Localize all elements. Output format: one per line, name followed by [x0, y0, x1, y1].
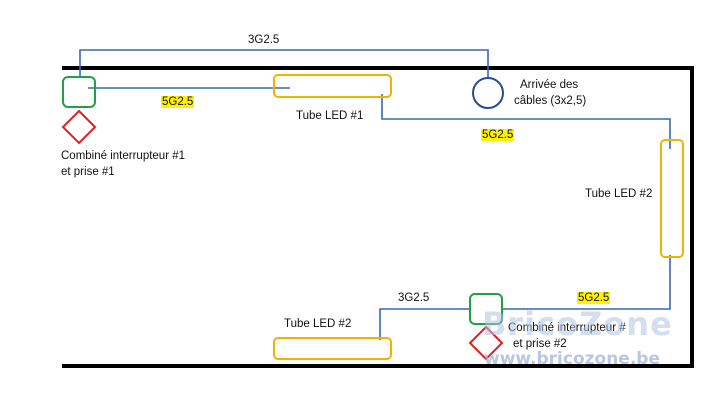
switch-1	[62, 76, 96, 108]
led-tube-2-bottom	[273, 337, 392, 360]
cable-arrival-circle	[472, 77, 504, 109]
arrival-label-line1: Arrivée des	[520, 79, 579, 91]
cable-tube2-to-switch2	[503, 255, 671, 310]
tube2-label-right: Tube LED #2	[585, 188, 653, 200]
tube2-label-bottom: Tube LED #2	[284, 318, 352, 330]
tube1-label: Tube LED #1	[296, 110, 364, 122]
cable-label-bottom-right: 5G2.5	[577, 291, 611, 306]
cable-label-tube1-tube2-text: 5G2.5	[481, 129, 515, 141]
switch1-label-line2: et prise #1	[61, 166, 115, 178]
cable-label-bottom-left: 3G2.5	[398, 292, 430, 304]
led-tube-1	[273, 74, 392, 98]
cable-label-bottom-right-text: 5G2.5	[577, 292, 611, 304]
socket-1	[61, 109, 97, 145]
wall	[62, 66, 694, 368]
cable-switch2-to-tube2-bottom	[379, 308, 470, 340]
cable-label-top: 3G2.5	[248, 34, 280, 46]
switch1-label-line1: Combiné interrupteur #1	[61, 150, 186, 162]
switch2-label-line2: et prise #2	[513, 338, 567, 350]
cable-label-switch1-tube1: 5G2.5	[161, 95, 195, 110]
arrival-label-line2: câbles (3x2,5)	[514, 95, 587, 107]
cable-3g25-top	[79, 49, 489, 78]
watermark-url: www.bricozone.be	[484, 349, 660, 369]
switch-2	[469, 293, 503, 325]
socket-2	[468, 325, 504, 361]
cable-label-switch1-tube1-text: 5G2.5	[161, 96, 195, 108]
watermark-brand: BricoZone	[482, 305, 673, 343]
led-tube-2-vertical	[660, 139, 684, 258]
cable-label-tube1-tube2: 5G2.5	[481, 128, 515, 143]
switch2-label-line1: Combiné interrupteur #	[508, 322, 626, 334]
cable-tube1-to-tube2	[381, 94, 671, 149]
